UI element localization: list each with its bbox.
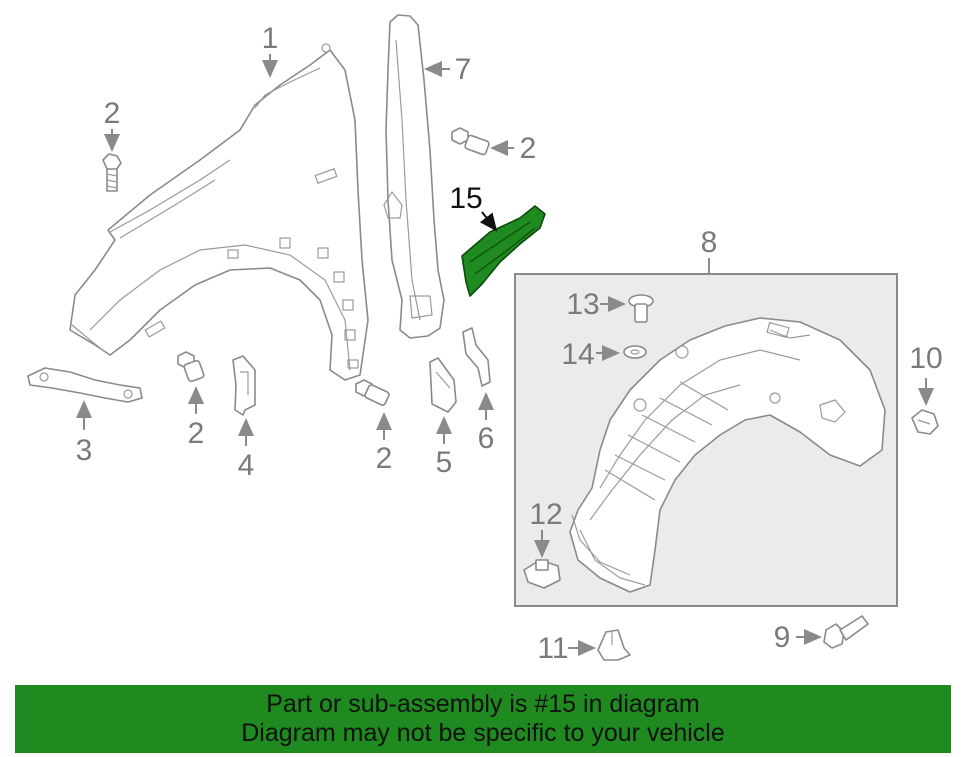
- callout-7: 7: [455, 53, 472, 86]
- bracket-part-4: [232, 355, 256, 416]
- nut-part-12: [523, 559, 561, 589]
- clip-part-13: [628, 294, 654, 323]
- info-banner: Part or sub-assembly is #15 in diagram D…: [15, 685, 951, 753]
- callout-6: 6: [478, 422, 495, 455]
- callout-1: 1: [262, 22, 279, 55]
- insulator-part-7: [383, 14, 445, 339]
- callout-15: 15: [449, 182, 482, 215]
- leader-15: [479, 211, 498, 232]
- bracket-part-5: [429, 357, 457, 413]
- screw-part-9: [823, 615, 869, 649]
- callout-9: 9: [774, 621, 791, 654]
- bolt-part-2-a: [102, 153, 122, 192]
- part-15-highlighted: [461, 205, 546, 297]
- callout-14: 14: [561, 338, 594, 371]
- callout-5: 5: [436, 446, 453, 479]
- bracket-part-3: [27, 367, 143, 403]
- bolt-part-2-d: [451, 127, 490, 156]
- callout-11: 11: [537, 632, 568, 665]
- banner-line-part-number: Part or sub-assembly is #15 in diagram: [266, 690, 700, 718]
- callout-10: 10: [909, 342, 942, 375]
- bolt-part-2-b: [177, 351, 205, 383]
- callout-2-c: 2: [376, 442, 393, 475]
- banner-line-disclaimer: Diagram may not be specific to your vehi…: [241, 719, 725, 747]
- callout-4: 4: [238, 449, 255, 482]
- parts-diagram: 1 2 3 2 4 2 7: [27, 14, 943, 665]
- callout-2-b: 2: [188, 417, 205, 450]
- callout-2-d: 2: [520, 132, 537, 165]
- callout-13: 13: [566, 288, 599, 321]
- bolt-part-2-c: [355, 379, 390, 406]
- push-clip-part-11: [597, 629, 631, 661]
- fender-part-1: [69, 43, 369, 381]
- callout-2-a: 2: [104, 97, 121, 130]
- washer-part-14: [623, 345, 647, 359]
- clip-part-10: [911, 409, 939, 435]
- callout-3: 3: [76, 434, 93, 467]
- wheel-liner-part-8: [569, 317, 886, 593]
- callout-12: 12: [529, 498, 562, 531]
- callout-8: 8: [701, 226, 718, 259]
- bracket-part-6: [462, 327, 491, 387]
